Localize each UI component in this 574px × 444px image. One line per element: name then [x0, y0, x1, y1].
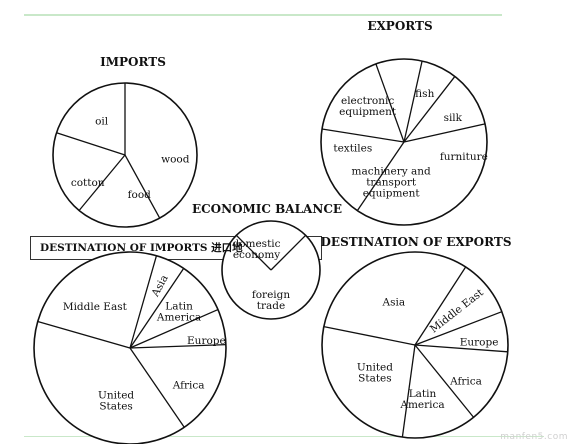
exports-label-furniture: furniture	[440, 151, 488, 163]
imports-destination-slice-united-states	[129, 347, 185, 428]
exports-label-fish: fish	[415, 88, 434, 100]
exports-slice-fish	[375, 63, 405, 143]
imports-slice-cotton	[56, 132, 126, 156]
exports-destination-label-africa: Africa	[449, 376, 482, 388]
exports-destination-slice-middle-east	[414, 266, 467, 346]
imports-destination-slice-europe	[129, 308, 219, 349]
economic-balance-title: ECONOMIC BALANCE	[192, 202, 342, 216]
exports-destination-slice-europe	[414, 311, 503, 346]
exports-label-silk: silk	[444, 112, 463, 124]
exports-destination-slice-asia	[323, 325, 416, 346]
exports-slice-electronic-equipment	[321, 128, 405, 143]
bottom-divider	[24, 436, 544, 437]
exports-destination-label-europe: Europe	[460, 337, 499, 349]
exports-destination-slice-latin-america	[414, 344, 475, 418]
exports-destination-slice-africa	[414, 344, 508, 353]
imports-title: IMPORTS	[100, 55, 166, 69]
economic-balance-slice-foreign-trade	[270, 234, 307, 271]
imports-slice-wood	[124, 154, 161, 219]
imports-label-food: food	[128, 189, 152, 201]
exports-slice-furniture	[403, 76, 456, 143]
imports-destination-slice-asia	[129, 255, 158, 349]
exports-destination-label-asia: Asia	[382, 297, 406, 309]
imports-destination-label-africa: Africa	[172, 380, 205, 392]
imports-slice-food	[78, 154, 126, 211]
economic-balance-slice-domestic-economy	[235, 234, 272, 271]
imports-label-oil: oil	[95, 115, 109, 127]
exports-title: EXPORTS	[367, 19, 432, 33]
exports-label-textiles: textiles	[333, 142, 372, 154]
exports-slice-silk	[403, 60, 423, 143]
watermark: manfen5.com	[500, 432, 568, 442]
imports-destination-label-europe: Europe	[187, 335, 226, 347]
exports-slice-machinery-and-transport-equipment	[403, 123, 486, 143]
exports-destination-title: DESTINATION OF EXPORTS	[321, 235, 512, 249]
exports-destination-slice-united-states	[401, 344, 416, 438]
top-divider	[24, 14, 502, 16]
imports-destination-slice-africa	[129, 344, 226, 349]
imports-destination-slice-middle-east	[37, 320, 131, 349]
imports-label-cotton: cotton	[71, 177, 105, 189]
imports-destination-label-middle-east: Middle East	[63, 301, 128, 313]
imports-destination-slice-latin-america	[129, 268, 185, 349]
imports-label-wood: wood	[161, 154, 190, 166]
exports-slice-textiles	[356, 141, 405, 212]
imports-destination-title: DESTINATION OF IMPORTS 进口地	[40, 241, 243, 254]
